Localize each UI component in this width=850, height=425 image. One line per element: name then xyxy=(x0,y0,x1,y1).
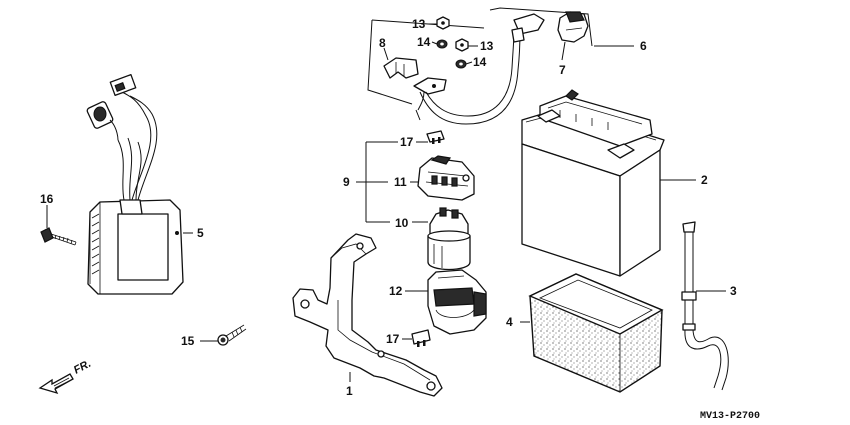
callout-11: 11 xyxy=(394,175,407,189)
callout-14-upper: 14 xyxy=(417,35,431,49)
front-direction-arrow xyxy=(38,373,74,395)
battery-box xyxy=(528,273,664,393)
callout-8: 8 xyxy=(379,36,386,50)
terminal-cover-8 xyxy=(383,57,419,79)
fuse-lower xyxy=(411,329,431,347)
callout-4: 4 xyxy=(506,315,513,329)
terminal-cover-7 xyxy=(557,11,589,43)
callout-7: 7 xyxy=(559,63,566,77)
callout-9: 9 xyxy=(343,175,350,189)
breather-tube xyxy=(681,221,729,391)
relay-12 xyxy=(427,269,487,335)
callout-15: 15 xyxy=(181,334,195,348)
nut-13-lower xyxy=(455,38,469,52)
regulator-rectifier xyxy=(86,74,184,295)
washer-14-upper xyxy=(436,39,448,49)
callout-5: 5 xyxy=(197,226,204,240)
callout-16: 16 xyxy=(40,192,54,206)
figure-code: MV13-P2700 xyxy=(700,411,760,422)
callout-2: 2 xyxy=(701,173,708,187)
fuse-upper xyxy=(426,130,445,144)
washer-14-lower xyxy=(455,59,467,69)
callout-14-lower: 14 xyxy=(473,55,487,69)
callout-12: 12 xyxy=(389,284,403,298)
battery xyxy=(521,89,665,277)
callout-1: 1 xyxy=(346,384,353,398)
nut-13-upper xyxy=(436,16,450,30)
callout-13-lower: 13 xyxy=(480,39,494,53)
starter-relay xyxy=(427,207,471,271)
battery-stay xyxy=(292,233,443,397)
bolt-15 xyxy=(217,324,247,346)
callout-17-upper: 17 xyxy=(400,135,414,149)
callout-6: 6 xyxy=(640,39,647,53)
fuse-box xyxy=(417,155,475,201)
callout-10: 10 xyxy=(395,216,409,230)
callout-3: 3 xyxy=(730,284,737,298)
front-direction-label: FR. xyxy=(72,358,93,377)
harness-connector-upper xyxy=(109,74,137,96)
harness-connector-lower xyxy=(86,101,119,141)
callout-13-upper: 13 xyxy=(412,17,426,31)
callout-17-lower: 17 xyxy=(386,332,400,346)
battery-cable xyxy=(413,13,545,125)
bolt-16 xyxy=(40,227,77,246)
